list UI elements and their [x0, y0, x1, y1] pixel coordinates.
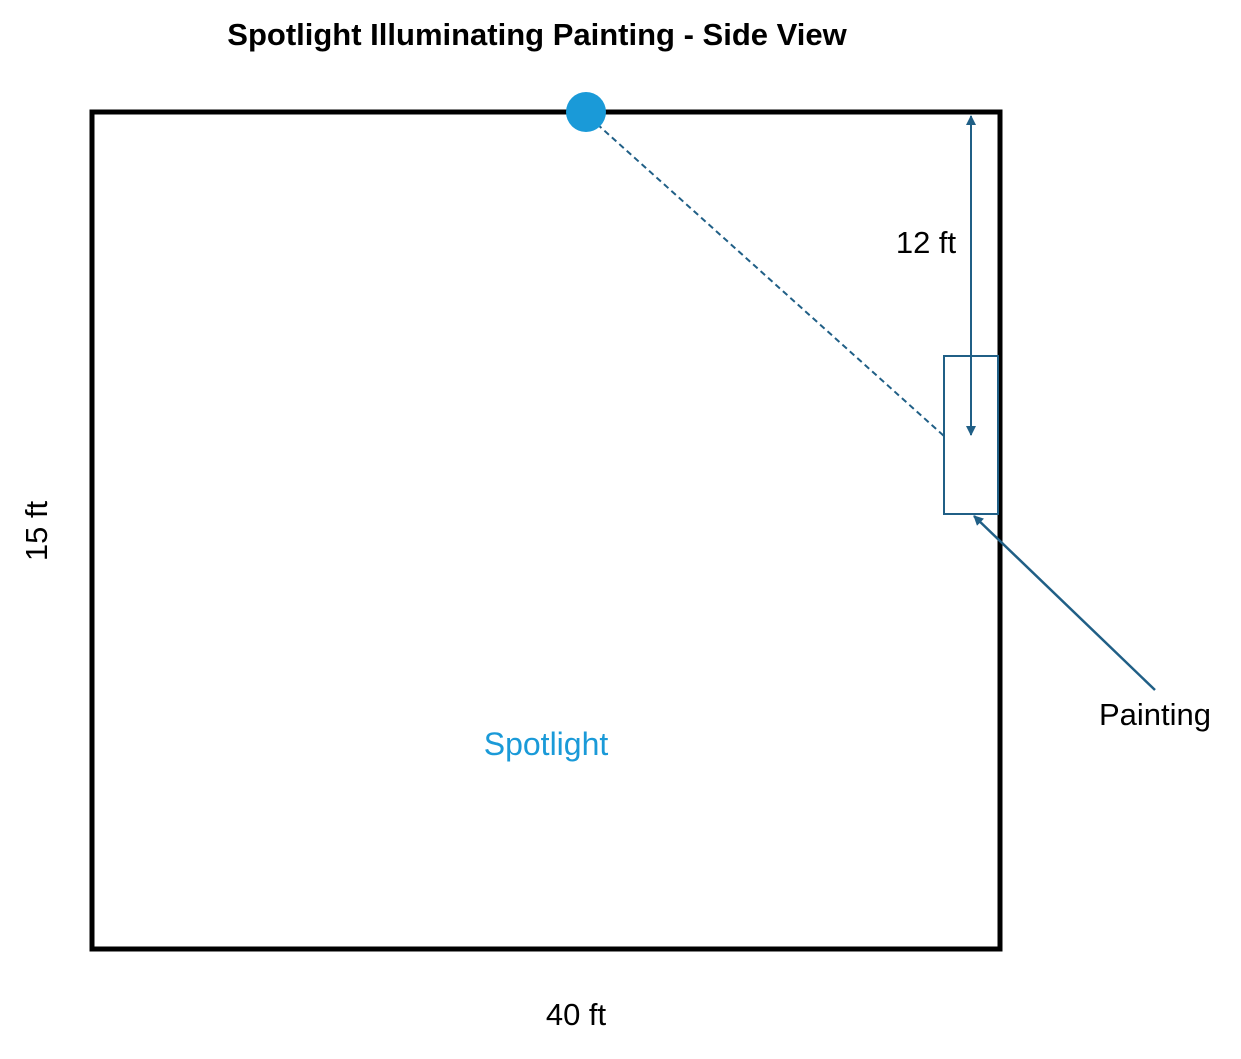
- spotlight-dot: [566, 92, 606, 132]
- light-beam-line: [596, 123, 945, 437]
- distance-label: 12 ft: [896, 225, 957, 260]
- room-outline: [89, 109, 1003, 952]
- painting-label: Painting: [1099, 697, 1211, 732]
- spotlight-label: Spotlight: [484, 726, 609, 762]
- diagram-title: Spotlight Illuminating Painting - Side V…: [227, 17, 847, 52]
- room-width-label: 40 ft: [546, 997, 607, 1032]
- room-height-label: 15 ft: [19, 500, 54, 561]
- painting-callout-arrow: [973, 515, 1156, 691]
